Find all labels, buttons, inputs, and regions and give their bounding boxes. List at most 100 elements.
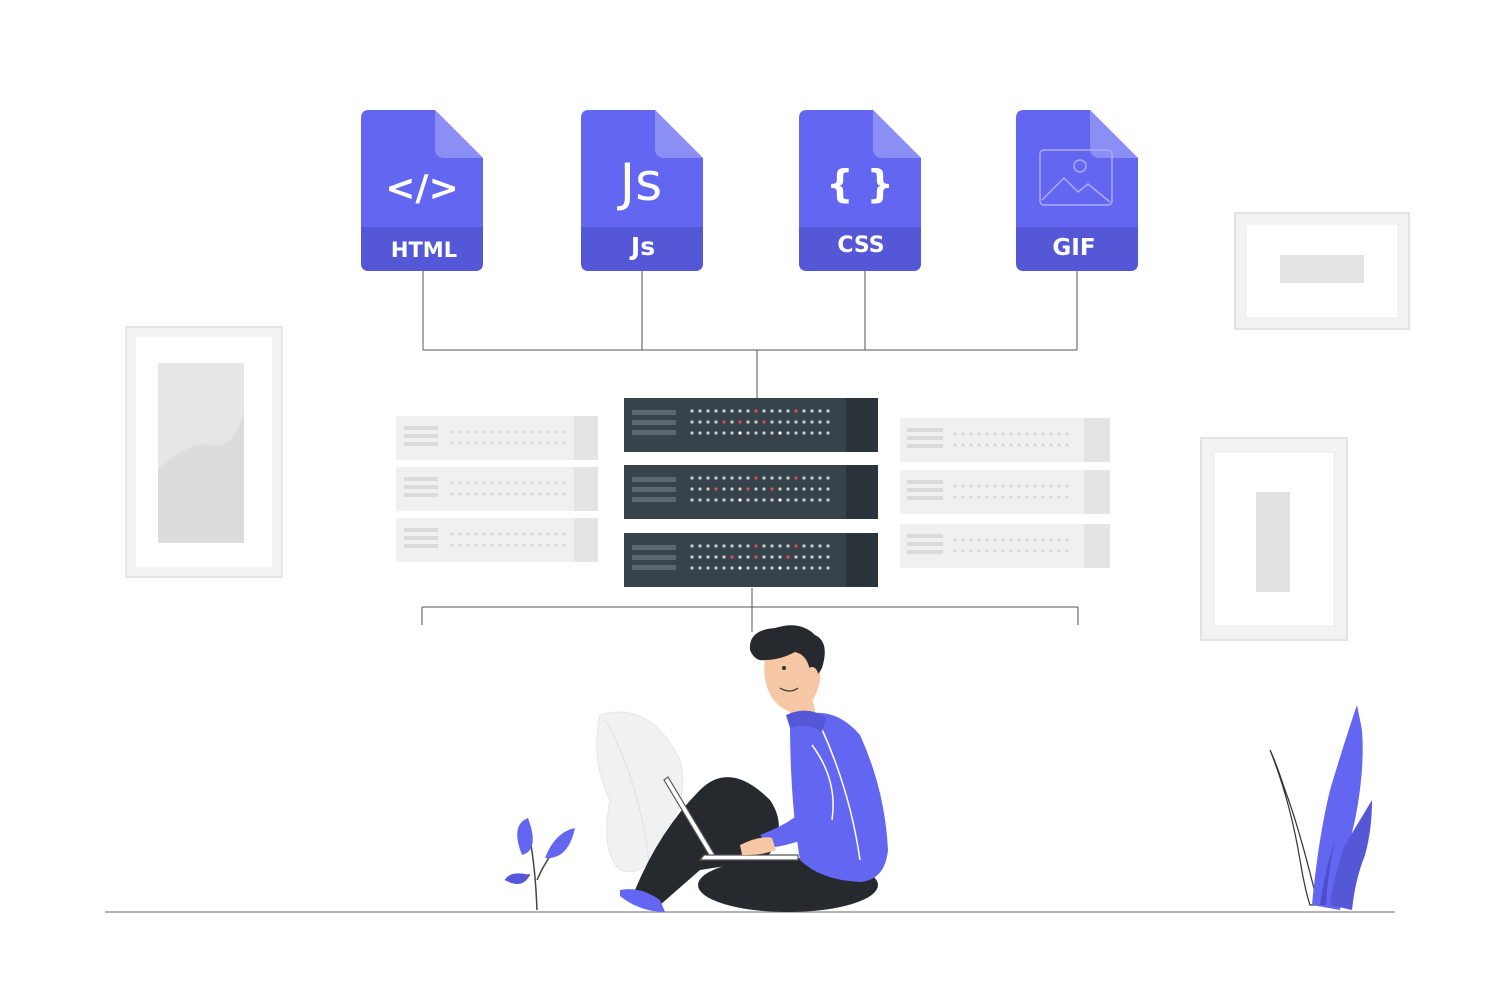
server-led (770, 566, 774, 570)
server-led (754, 420, 758, 424)
background-server-dot (1001, 484, 1005, 488)
background-server-dot (953, 495, 957, 499)
server-led (714, 431, 718, 435)
background-server-dot (1001, 443, 1005, 447)
server-led (794, 431, 798, 435)
server-led (698, 431, 702, 435)
background-server-dot (498, 481, 502, 485)
server-led (794, 420, 798, 424)
server-led (706, 487, 710, 491)
background-server-rack-left (396, 416, 598, 562)
developer-foot (620, 889, 665, 912)
server-led (754, 555, 758, 559)
background-server-dot (458, 492, 462, 496)
server-led (746, 431, 750, 435)
background-server-dot (1049, 432, 1053, 436)
server-led (770, 555, 774, 559)
server-led (690, 476, 694, 480)
background-server-dot (1033, 432, 1037, 436)
background-server-dot (450, 543, 454, 547)
background-server-dot (538, 492, 542, 496)
background-server-dot (1057, 432, 1061, 436)
background-server-dot (1041, 443, 1045, 447)
server-led (738, 431, 742, 435)
server-led (818, 420, 822, 424)
server-led (698, 555, 702, 559)
server-led (786, 409, 790, 413)
server-led (690, 431, 694, 435)
server-led (770, 431, 774, 435)
server-led (714, 566, 718, 570)
server-led (818, 487, 822, 491)
server-led (818, 498, 822, 502)
server-unit-1 (624, 398, 878, 452)
background-server-dot (1041, 432, 1045, 436)
js-file-glyph: Js (617, 153, 662, 213)
background-server-dot (522, 543, 526, 547)
background-server-dot (1001, 432, 1005, 436)
css-file-label: CSS (837, 233, 884, 258)
background-server-dot (1009, 495, 1013, 499)
server-led (738, 409, 742, 413)
server-led (770, 476, 774, 480)
server-led (762, 498, 766, 502)
background-server-dot (1001, 538, 1005, 542)
background-server-dot (450, 532, 454, 536)
background-server-dot (969, 443, 973, 447)
background-server-dot (554, 441, 558, 445)
server-led (754, 409, 758, 413)
background-server-dot (522, 430, 526, 434)
server-led (754, 487, 758, 491)
background-server-dot (546, 532, 550, 536)
background-server-dot (530, 543, 534, 547)
html-file-glyph: </> (385, 168, 458, 209)
background-server-dot (498, 430, 502, 434)
background-server-dot (466, 441, 470, 445)
background-server-dot (1049, 495, 1053, 499)
server-led (738, 476, 742, 480)
background-server-dot (1049, 549, 1053, 553)
background-server-dot (993, 495, 997, 499)
background-server-dot (506, 492, 510, 496)
developer-hair (749, 625, 825, 676)
background-server-dot (522, 481, 526, 485)
background-server-dot (1025, 538, 1029, 542)
background-server-dot (530, 430, 534, 434)
server-led (778, 498, 782, 502)
background-server-dot (450, 430, 454, 434)
server-led (826, 409, 830, 413)
background-server-dot (514, 441, 518, 445)
background-server-dot (1009, 443, 1013, 447)
background-server-dot (953, 538, 957, 542)
server-led (762, 431, 766, 435)
background-server-dot (506, 481, 510, 485)
background-server-dot (977, 484, 981, 488)
background-server-dot (538, 543, 542, 547)
server-led (810, 420, 814, 424)
background-server-dot (546, 481, 550, 485)
server-led (802, 476, 806, 480)
background-server-dot (490, 532, 494, 536)
server-led (826, 498, 830, 502)
server-led (730, 476, 734, 480)
server-led (794, 566, 798, 570)
background-server-dot (522, 492, 526, 496)
background-server-dot (458, 441, 462, 445)
server-led (730, 431, 734, 435)
background-server-dot (482, 481, 486, 485)
server-led (746, 544, 750, 548)
background-server-dot (538, 430, 542, 434)
background-server-dot (1033, 538, 1037, 542)
server-led (826, 420, 830, 424)
server-led (818, 566, 822, 570)
server-led (706, 420, 710, 424)
background-server-dot (961, 538, 965, 542)
server-led (810, 431, 814, 435)
background-server-dot (538, 481, 542, 485)
background-server-dot (522, 532, 526, 536)
background-server-dot (562, 430, 566, 434)
server-led (786, 420, 790, 424)
server-led (722, 544, 726, 548)
background-server-dot (490, 543, 494, 547)
background-server-dot (554, 543, 558, 547)
